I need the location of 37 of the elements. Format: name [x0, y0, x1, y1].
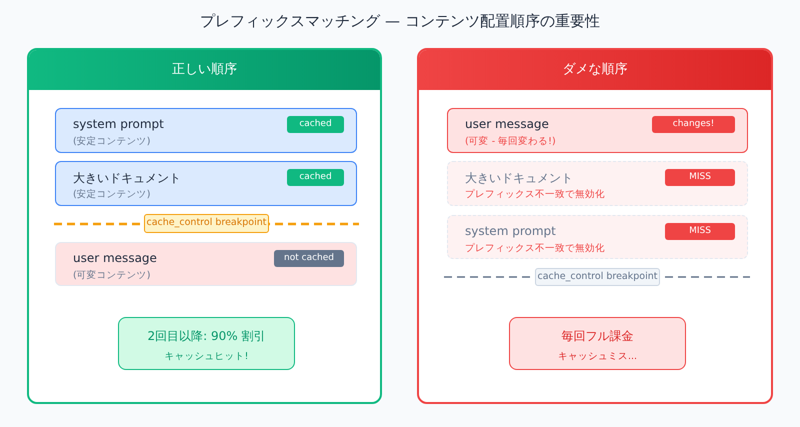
block-note: (安定コンテンツ): [73, 135, 150, 148]
breakpoint-tag: cache_control breakpoint: [144, 214, 269, 233]
panel: [27, 48, 382, 404]
status-badge: cached: [287, 116, 344, 133]
content-block: [55, 161, 357, 206]
block-title: system prompt: [465, 224, 556, 238]
content-block: [447, 161, 748, 206]
panel-header: ダメな順序: [419, 50, 771, 90]
diagram-title: プレフィックスマッチング — コンテンツ配置順序の重要性: [199, 12, 601, 31]
block-note: (可変コンテンツ): [73, 269, 150, 282]
panel-header: 正しい順序: [29, 50, 380, 90]
result-note: キャッシュミス...: [556, 350, 638, 363]
content-block: [447, 108, 748, 153]
block-note: プレフィックス不一致で無効化: [465, 242, 605, 255]
block-title: 大きいドキュメント: [465, 170, 573, 187]
block-note: プレフィックス不一致で無効化: [465, 188, 605, 201]
block-title: 大きいドキュメント: [73, 170, 181, 187]
result-box: [509, 317, 686, 370]
block-title: user message: [465, 117, 549, 131]
panel: [417, 48, 773, 404]
result-note: キャッシュヒット!: [164, 350, 250, 363]
content-block: [55, 242, 357, 286]
result-title: 2回目以降: 90% 割引: [146, 328, 266, 345]
block-note: (安定コンテンツ): [73, 188, 150, 201]
status-badge: not cached: [274, 250, 344, 267]
breakpoint-tag: cache_control breakpoint: [535, 268, 660, 286]
result-title: 毎回フル課金: [560, 328, 634, 345]
status-badge: MISS: [665, 223, 735, 240]
status-badge: cached: [287, 169, 344, 186]
content-block: [447, 215, 748, 259]
result-box: [118, 317, 295, 370]
block-title: system prompt: [73, 117, 164, 131]
block-title: user message: [73, 251, 157, 265]
block-note: (可変 - 毎回変わる!): [465, 135, 556, 148]
content-block: [55, 108, 357, 153]
status-badge: changes!: [652, 116, 735, 133]
status-badge: MISS: [665, 169, 735, 186]
